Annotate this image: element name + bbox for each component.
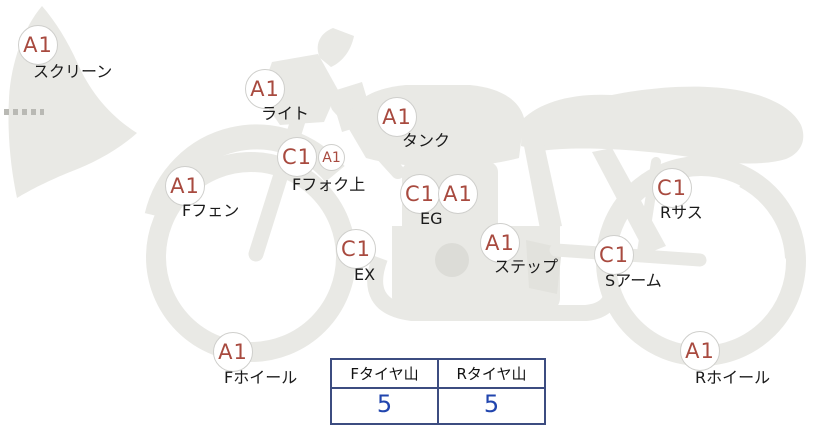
front-tire-value: 5 [330,387,439,425]
grade-badge-screen: A1 [18,25,58,65]
part-label-step: ステップ [494,257,559,276]
part-label-exhaust: EX [354,265,376,284]
grade-badge-exhaust: C1 [336,229,376,269]
grade-badge-front-wheel: A1 [213,332,253,372]
handlebar-shape [317,28,354,67]
grade-badge-front-fork-upper: C1 [277,137,317,177]
front-tire-header: Fタイヤ山 [330,358,439,389]
part-label-rear-suspension: Rサス [660,203,703,222]
grade-badge-swing-arm: C1 [594,235,634,275]
part-label-tank: タンク [402,131,451,150]
rear-frame-shape [592,148,666,254]
seat-shape [521,86,804,164]
part-label-swing-arm: Sアーム [605,271,662,290]
part-label-rear-wheel: Rホイール [695,368,771,387]
exhaust-shape [367,255,620,321]
grade-badge-rear-suspension: C1 [652,168,692,208]
grade-badge-front-fender: A1 [165,166,205,206]
rear-tire-header: Rタイヤ山 [437,358,546,389]
part-label-front-fork-upper: Fフォク上 [292,175,366,194]
grade-badge-tank: A1 [377,97,417,137]
part-label-engine: EG [420,209,443,228]
grade-badge-front-fork-upper-sub: A1 [318,144,345,171]
fuel-tank-shape [346,85,524,168]
grade-badge-engine-1: C1 [400,174,440,214]
grade-badge-step: A1 [480,223,520,263]
grade-badge-rear-wheel: A1 [680,331,720,371]
part-label-front-fender: Fフェン [182,201,240,220]
rear-fender-shape [739,169,805,259]
part-label-front-wheel: Fホイール [224,368,298,387]
part-label-screen: スクリーン [33,62,113,81]
grade-badge-engine-2: A1 [438,174,478,214]
rear-tire-value: 5 [437,387,546,425]
part-label-light: ライト [261,104,310,123]
frame-downtube-shape [331,99,405,179]
tire-tread-table: Fタイヤ山 Rタイヤ山 5 5 [330,358,546,425]
grade-badge-light: A1 [245,69,285,109]
engine-cover-circle [435,243,469,277]
headlight-shape [260,54,338,125]
frame-mid-shape [524,144,562,229]
